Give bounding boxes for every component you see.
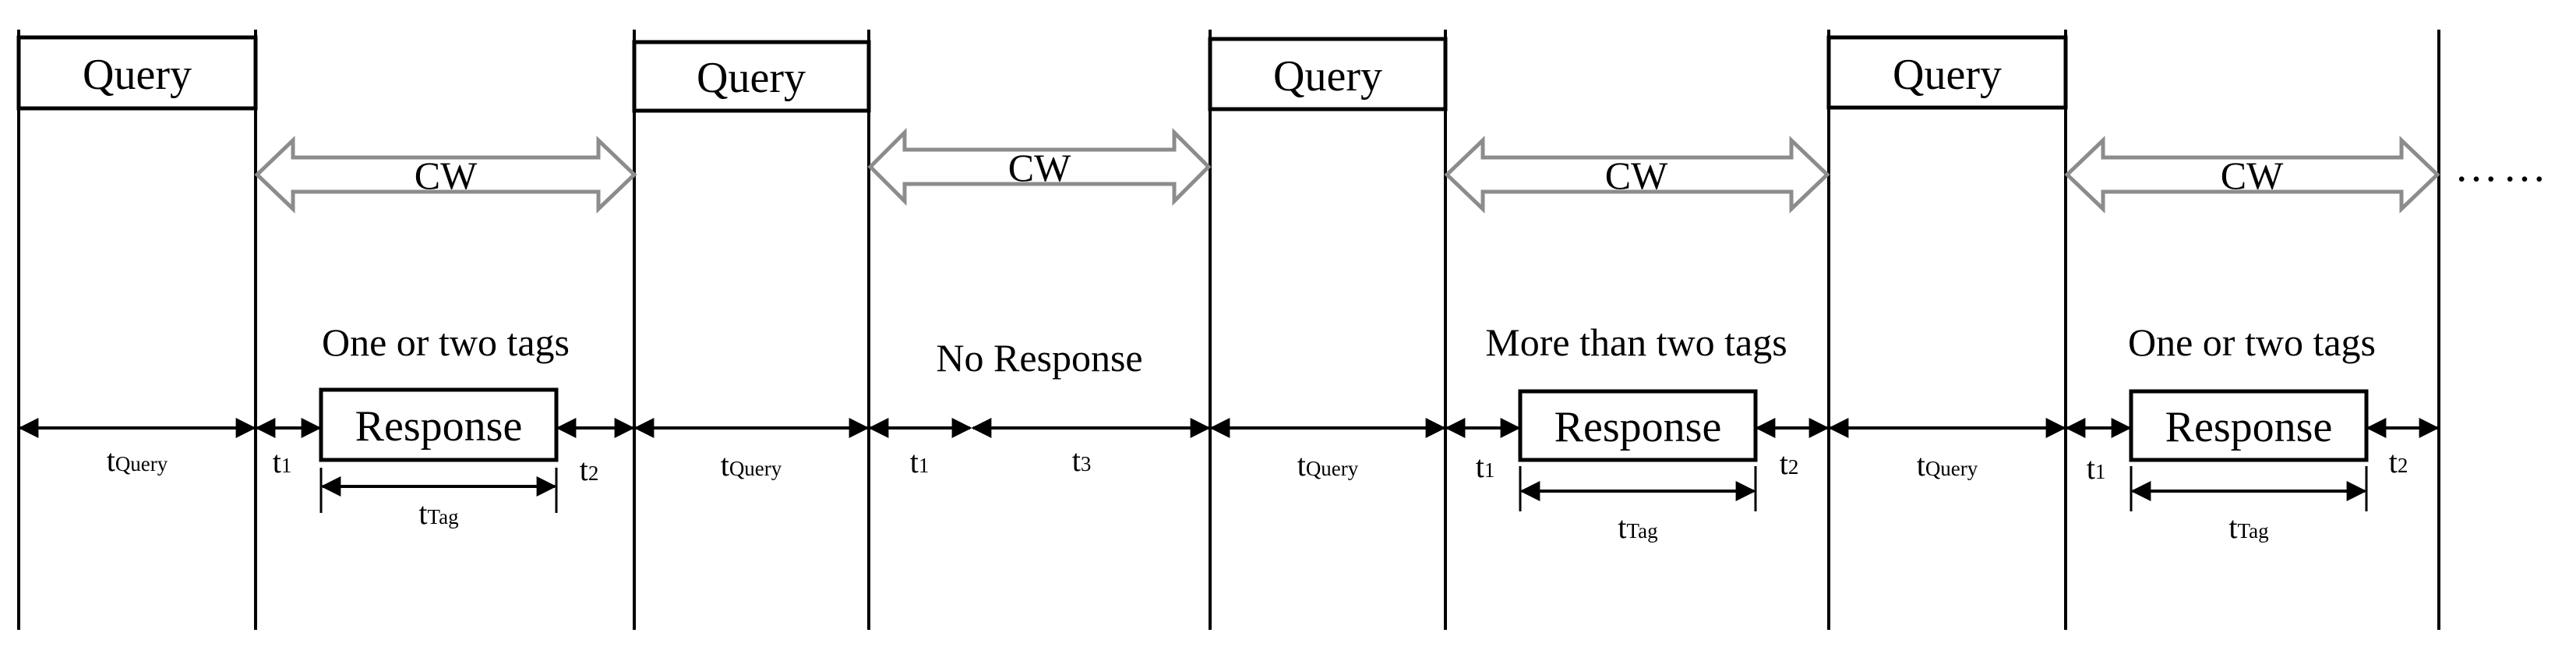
t1-label: t1 bbox=[910, 444, 930, 479]
query-box bbox=[1208, 37, 1448, 111]
t3-label: t3 bbox=[1072, 443, 1092, 478]
t-tag-label: tTag bbox=[418, 496, 458, 531]
response-box bbox=[319, 387, 559, 462]
query-box bbox=[1826, 35, 2068, 110]
cw-double-arrow bbox=[1444, 136, 1830, 214]
t1-label: t1 bbox=[1476, 449, 1495, 484]
cw-label: CW bbox=[2221, 154, 2284, 197]
cw-double-arrow bbox=[2064, 136, 2440, 214]
slot-caption: One or two tags bbox=[322, 320, 570, 364]
t-query-label: tQuery bbox=[107, 443, 168, 478]
cw-label: CW bbox=[1008, 146, 1071, 189]
cycle-2: Query CW No Response tQuery t1 t3 bbox=[632, 40, 1212, 483]
frame-lines bbox=[17, 30, 2440, 630]
slot-caption: No Response bbox=[936, 336, 1142, 380]
query-box bbox=[632, 40, 871, 113]
t2-label: t2 bbox=[1780, 446, 1799, 481]
cw-double-arrow bbox=[867, 127, 1212, 207]
t-tag-label: tTag bbox=[2228, 510, 2268, 545]
t2-label: t2 bbox=[2389, 444, 2408, 479]
response-label: Response bbox=[1554, 403, 1722, 451]
t-query-label: tQuery bbox=[1297, 447, 1359, 483]
cycle-1: Query CW One or two tags Response tQuery… bbox=[16, 35, 637, 531]
query-label: Query bbox=[1893, 51, 2002, 99]
cycle-3: Query CW More than two tags Response tQu… bbox=[1208, 37, 1830, 545]
t2-label: t2 bbox=[580, 452, 599, 487]
slot-caption: More than two tags bbox=[1485, 320, 1787, 364]
cw-label: CW bbox=[415, 154, 478, 197]
response-label: Response bbox=[2165, 403, 2333, 451]
t-query-label: tQuery bbox=[721, 447, 782, 483]
t-query-label: tQuery bbox=[1917, 447, 1978, 483]
query-label: Query bbox=[1273, 52, 1382, 101]
query-label: Query bbox=[697, 54, 806, 102]
slot-caption: One or two tags bbox=[2128, 320, 2376, 364]
response-label: Response bbox=[355, 402, 523, 451]
t1-label: t1 bbox=[2087, 451, 2106, 486]
t-tag-label: tTag bbox=[1618, 510, 1657, 545]
query-label: Query bbox=[83, 51, 192, 99]
query-box bbox=[16, 35, 258, 111]
continuation-ellipsis: …… bbox=[2454, 143, 2551, 191]
cycle-4: Query CW One or two tags Response tQuery… bbox=[1826, 35, 2440, 545]
t1-label: t1 bbox=[273, 444, 292, 479]
cw-label: CW bbox=[1605, 154, 1668, 197]
cw-double-arrow bbox=[254, 136, 637, 214]
